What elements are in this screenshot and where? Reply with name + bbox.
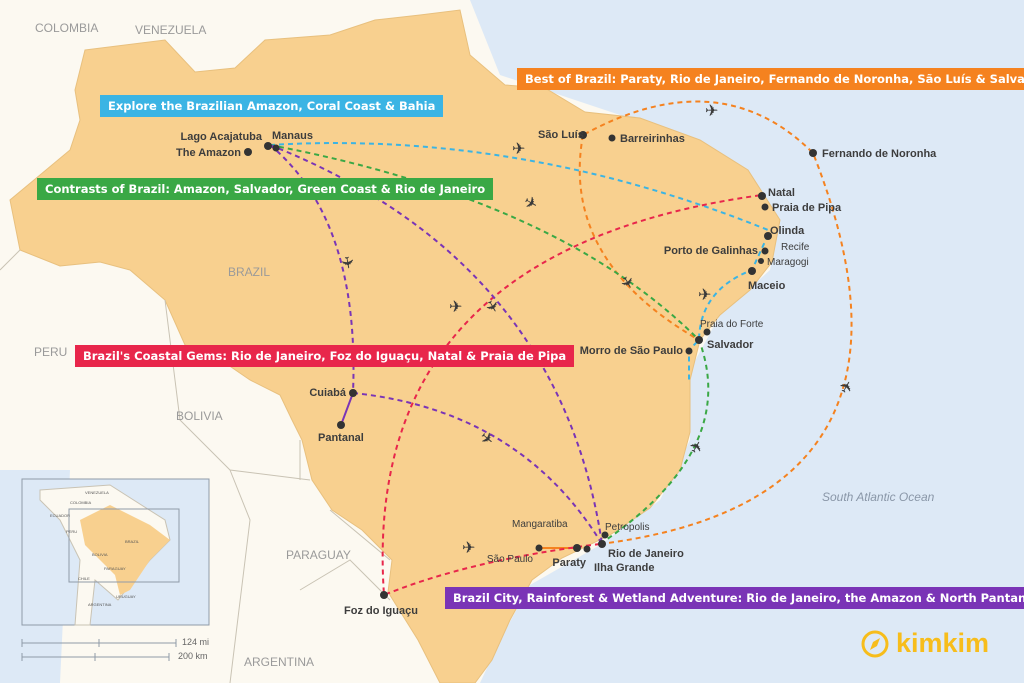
- country-paraguay: PARAGUAY: [286, 548, 351, 562]
- place-manaus: Manaus: [272, 130, 313, 142]
- country-bolivia: BOLIVIA: [176, 409, 223, 423]
- route-contrasts: [269, 144, 710, 545]
- place-salvador: Salvador: [707, 339, 754, 351]
- place-maceio: Maceio: [748, 280, 786, 292]
- place-sao-paulo: São Paulo: [487, 554, 534, 565]
- banner-coastal-gems[interactable]: Brazil's Coastal Gems: Rio de Janeiro, F…: [75, 345, 575, 367]
- svg-text:✈: ✈: [449, 299, 462, 316]
- inset-label-venezuela: VENEZUELA: [85, 490, 109, 495]
- inset-label-peru: PERU: [66, 529, 77, 534]
- svg-text:✈: ✈: [512, 141, 525, 158]
- country-peru: PERU: [34, 345, 67, 359]
- svg-text:✈: ✈: [337, 255, 356, 271]
- place-cuiaba: Cuiabá: [309, 387, 347, 399]
- banner-city-rainforest[interactable]: Brazil City, Rainforest & Wetland Advent…: [445, 587, 1024, 609]
- place-lago-acajatuba: Lago Acajatuba: [181, 131, 263, 143]
- place-porto-de-galinhas: Porto de Galinhas: [664, 245, 758, 257]
- ocean: [470, 0, 1024, 683]
- place-barreirinhas: Barreirinhas: [620, 133, 685, 145]
- kimkim-logo: kimkim: [860, 628, 989, 659]
- inset-map: BRAZIL BOLIVIA PERU COLOMBIA ARGENTINA P…: [21, 478, 210, 626]
- place-praia-do-forte: Praia do Forte: [700, 319, 764, 330]
- place-ilha-grande: Ilha Grande: [594, 562, 655, 574]
- inset-label-bolivia: BOLIVIA: [92, 552, 108, 557]
- svg-text:✈: ✈: [698, 287, 711, 304]
- place-paraty: Paraty: [552, 557, 587, 569]
- inset-label-uruguay: URUGUAY: [116, 594, 136, 599]
- place-sao-luis: São Luís: [538, 129, 584, 141]
- scale-miles: 124 mi: [182, 637, 210, 647]
- scale-km: 200 km: [178, 651, 208, 661]
- place-mangaratiba: Mangaratiba: [512, 519, 568, 530]
- place-fernando-de-noronha: Fernando de Noronha: [822, 148, 937, 160]
- place-petropolis: Petropolis: [605, 522, 649, 533]
- country-brazil: BRAZIL: [228, 265, 270, 279]
- place-foz-do-iguacu: Foz do Iguaçu: [344, 605, 418, 617]
- place-recife: Recife: [781, 242, 810, 253]
- banner-contrasts[interactable]: Contrasts of Brazil: Amazon, Salvador, G…: [37, 178, 494, 200]
- place-the-amazon: The Amazon: [176, 147, 241, 159]
- country-colombia: COLOMBIA: [35, 21, 98, 35]
- route-coastal-gems: [381, 194, 763, 597]
- inset-label-colombia: COLOMBIA: [70, 500, 91, 505]
- svg-text:✈: ✈: [462, 540, 475, 557]
- inset-label-chile: CHILE: [78, 576, 90, 581]
- banner-best-of-brazil[interactable]: Best of Brazil: Paraty, Rio de Janeiro, …: [517, 68, 1024, 90]
- place-maragogi: Maragogi: [767, 257, 809, 268]
- inset-label-paraguay: PARAGUAY: [104, 566, 126, 571]
- country-argentina: ARGENTINA: [244, 655, 314, 669]
- inset-label-brazil: BRAZIL: [125, 539, 140, 544]
- ocean-label: South Atlantic Ocean: [822, 490, 935, 504]
- compass-icon: [861, 630, 889, 657]
- inset-label-argentina: ARGENTINA: [88, 602, 112, 607]
- place-morro-de-sao-paulo: Morro de São Paulo: [580, 345, 684, 357]
- place-markers: [244, 131, 817, 599]
- route-amazon-coral-coast: [269, 142, 769, 380]
- inset-label-ecuador: ECUADOR: [50, 513, 70, 518]
- place-praia-de-pipa: Praia de Pipa: [772, 202, 842, 214]
- place-natal: Natal: [768, 187, 795, 199]
- borders: [0, 249, 391, 683]
- banner-amazon-coral-coast[interactable]: Explore the Brazilian Amazon, Coral Coas…: [100, 95, 444, 117]
- scale-bar: [21, 639, 177, 661]
- place-rio-de-janeiro: Rio de Janeiro: [608, 548, 684, 560]
- country-venezuela: VENEZUELA: [135, 23, 206, 37]
- logo-text: kimkim: [896, 628, 990, 658]
- svg-text:✈: ✈: [705, 103, 718, 120]
- place-olinda: Olinda: [770, 225, 805, 237]
- place-pantanal: Pantanal: [318, 432, 364, 444]
